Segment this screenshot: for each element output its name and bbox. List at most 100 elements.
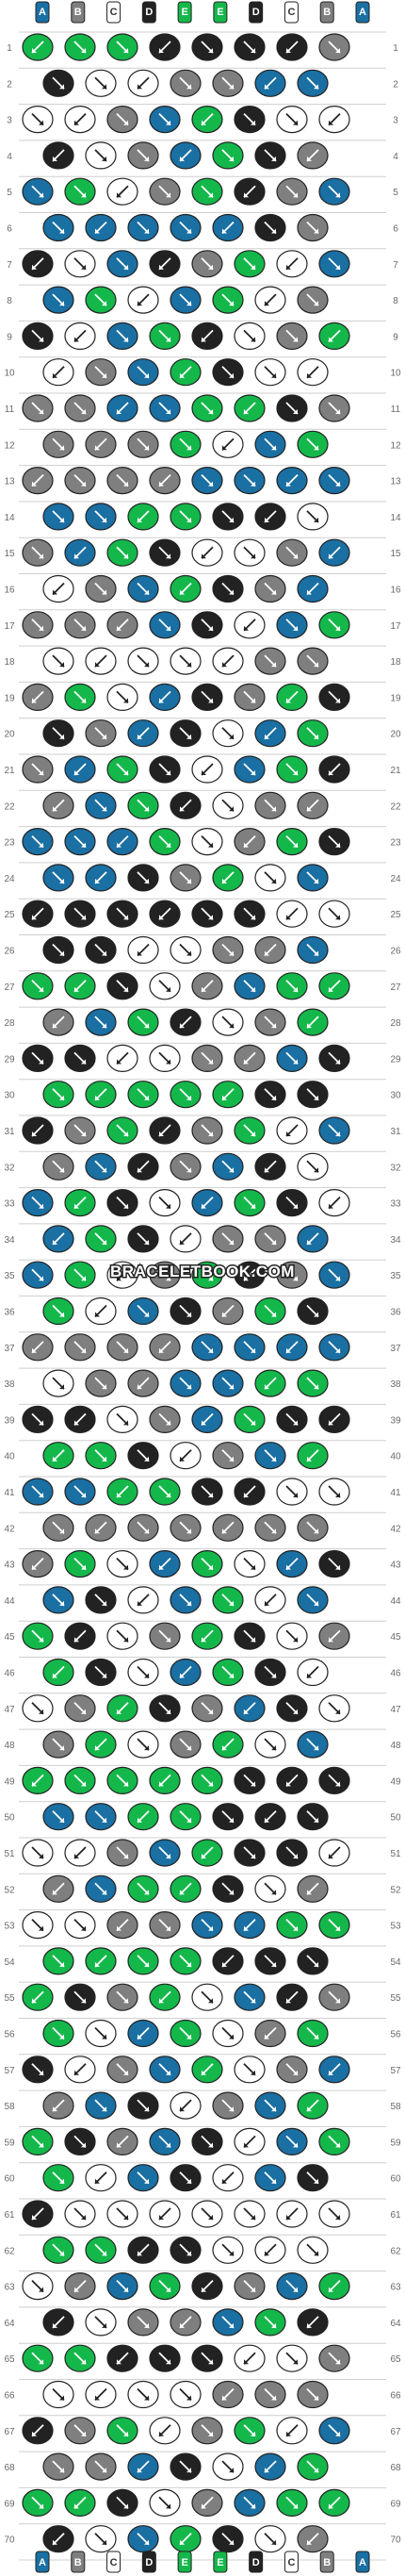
arrow-head-icon — [95, 1528, 100, 1534]
row-number-right: 30 — [390, 1091, 401, 1101]
arrow-head-icon — [138, 1817, 142, 1823]
arrow-head-icon — [314, 2395, 318, 2401]
arrow-head-icon — [202, 1203, 206, 1209]
row-number-left: 35 — [4, 1271, 15, 1281]
arrow-head-icon — [102, 84, 106, 90]
arrow-head-icon — [229, 2539, 234, 2545]
arrow-head-icon — [74, 337, 79, 342]
arrow-head-icon — [159, 1781, 164, 1787]
arrow-head-icon — [59, 2178, 64, 2184]
arrow-head-icon — [335, 264, 340, 270]
arrow-head-icon — [39, 1276, 43, 1281]
arrow-head-icon — [251, 1781, 255, 1787]
row-number-left: 14 — [4, 513, 15, 523]
arrow-head-icon — [286, 1564, 291, 1570]
arrow-head-icon — [307, 1456, 312, 1461]
arrow-head-icon — [166, 1709, 170, 1714]
arrow-head-icon — [39, 1203, 43, 1209]
row-number-right: 14 — [390, 513, 401, 523]
arrow-head-icon — [59, 2468, 64, 2473]
arrow-head-icon — [102, 2322, 106, 2328]
arrow-head-icon — [39, 1854, 43, 1858]
arrow-head-icon — [208, 409, 213, 414]
arrow-head-icon — [166, 1059, 170, 1065]
arrow-head-icon — [222, 878, 227, 883]
arrow-head-icon — [159, 2215, 164, 2220]
arrow-head-icon — [251, 1131, 255, 1136]
arrow-head-icon — [180, 1890, 185, 1895]
row-number-left: 69 — [4, 2499, 15, 2509]
string-color-tab — [141, 1, 156, 24]
arrow-head-icon — [102, 1167, 106, 1173]
arrow-head-icon — [59, 734, 64, 739]
string-letter: B — [323, 2557, 331, 2568]
arrow-head-icon — [186, 662, 191, 668]
arrow-head-icon — [208, 1781, 213, 1787]
row-number-left: 49 — [4, 1776, 15, 1787]
arrow-head-icon — [102, 2034, 106, 2039]
arrow-head-icon — [117, 1059, 122, 1065]
arrow-head-icon — [265, 1384, 269, 1390]
arrow-head-icon — [314, 1745, 318, 1751]
arrow-head-icon — [307, 2106, 312, 2112]
arrow-head-icon — [53, 2539, 57, 2545]
arrow-head-icon — [159, 1564, 164, 1570]
arrow-head-icon — [271, 662, 276, 668]
row-number-left: 58 — [4, 2102, 15, 2112]
row-number-left: 10 — [4, 369, 15, 379]
arrow-head-icon — [335, 1925, 340, 1931]
row-number-right: 18 — [390, 657, 401, 668]
arrow-head-icon — [59, 1600, 64, 1606]
arrow-head-icon — [74, 1203, 79, 1209]
row-number-left: 40 — [4, 1452, 15, 1462]
row-number-left: 5 — [7, 188, 12, 198]
row-number-left: 15 — [4, 549, 15, 559]
arrow-head-icon — [117, 192, 122, 198]
arrow-head-icon — [251, 986, 255, 992]
arrow-head-icon — [74, 2503, 79, 2509]
arrow-head-icon — [244, 409, 249, 414]
arrow-head-icon — [53, 806, 57, 812]
arrow-head-icon — [271, 1528, 276, 1534]
arrow-head-icon — [314, 517, 318, 522]
string-color-tab — [284, 2551, 299, 2573]
arrow-head-icon — [138, 950, 142, 956]
arrow-head-icon — [286, 264, 291, 270]
arrow-head-icon — [271, 1890, 276, 1895]
arrow-head-icon — [229, 950, 234, 956]
arrow-head-icon — [123, 1203, 128, 1209]
arrow-head-icon — [39, 2287, 43, 2292]
arrow-head-icon — [166, 1203, 170, 1209]
arrow-head-icon — [222, 1961, 227, 1967]
arrow-head-icon — [59, 517, 64, 522]
row-number-right: 67 — [390, 2427, 401, 2437]
row-number-left: 24 — [4, 874, 15, 884]
string-letter: D — [252, 7, 260, 18]
arrow-head-icon — [59, 2034, 64, 2039]
arrow-head-icon — [286, 481, 291, 487]
arrow-head-icon — [186, 734, 191, 739]
string-color-tab — [177, 2551, 192, 2573]
row-number-left: 25 — [4, 910, 15, 920]
row-number-right: 58 — [390, 2102, 401, 2112]
arrow-head-icon — [81, 842, 86, 848]
arrow-head-icon — [208, 1709, 213, 1714]
arrow-head-icon — [39, 1059, 43, 1065]
arrow-head-icon — [244, 625, 249, 631]
row-number-left: 30 — [4, 1091, 15, 1101]
arrow-head-icon — [202, 1854, 206, 1858]
arrow-head-icon — [307, 589, 312, 595]
row-number-right: 50 — [390, 1813, 401, 1824]
arrow-head-icon — [95, 2178, 100, 2184]
arrow-head-icon — [117, 1925, 122, 1931]
arrow-head-icon — [144, 1023, 149, 1029]
